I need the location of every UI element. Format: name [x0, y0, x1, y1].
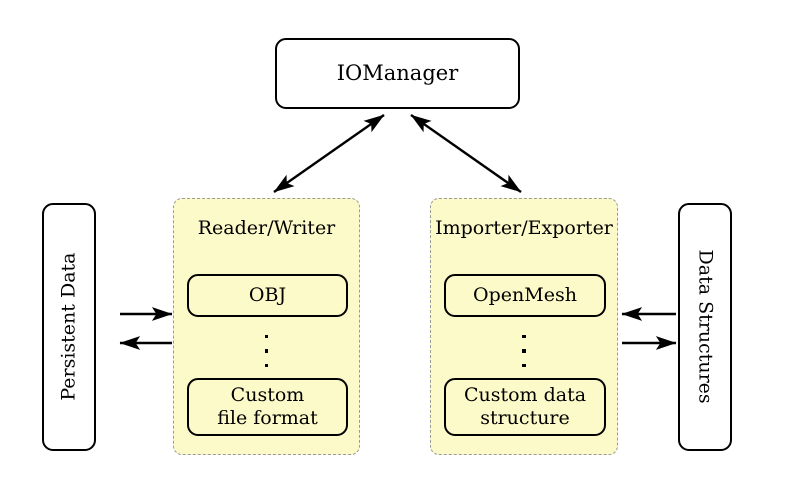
io-manager-node[interactable]: IOManager	[275, 38, 520, 109]
data-structures-node[interactable]: Data Structures	[678, 203, 732, 451]
reader-writer-item-obj-label: OBJ	[248, 283, 287, 306]
io-manager-label: IOManager	[336, 60, 459, 85]
reader-writer-title: Reader/Writer	[197, 217, 336, 239]
persistent-data-label: Persistent Data	[57, 252, 80, 402]
persistent-data-node[interactable]: Persistent Data	[42, 203, 96, 451]
edge-io-manager-reader-writer	[273, 114, 385, 193]
importer-exporter-ellipsis-icon	[431, 335, 617, 367]
importer-exporter-item-openmesh-label: OpenMesh	[473, 283, 577, 306]
importer-exporter-title: Importer/Exporter	[435, 217, 613, 239]
data-structures-label: Data Structures	[694, 249, 717, 405]
reader-writer-item-obj[interactable]: OBJ	[187, 274, 348, 317]
reader-writer-ellipsis-icon	[174, 335, 359, 367]
importer-exporter-item-openmesh[interactable]: OpenMesh	[444, 274, 606, 317]
edge-io-manager-importer-exporter	[410, 114, 522, 193]
